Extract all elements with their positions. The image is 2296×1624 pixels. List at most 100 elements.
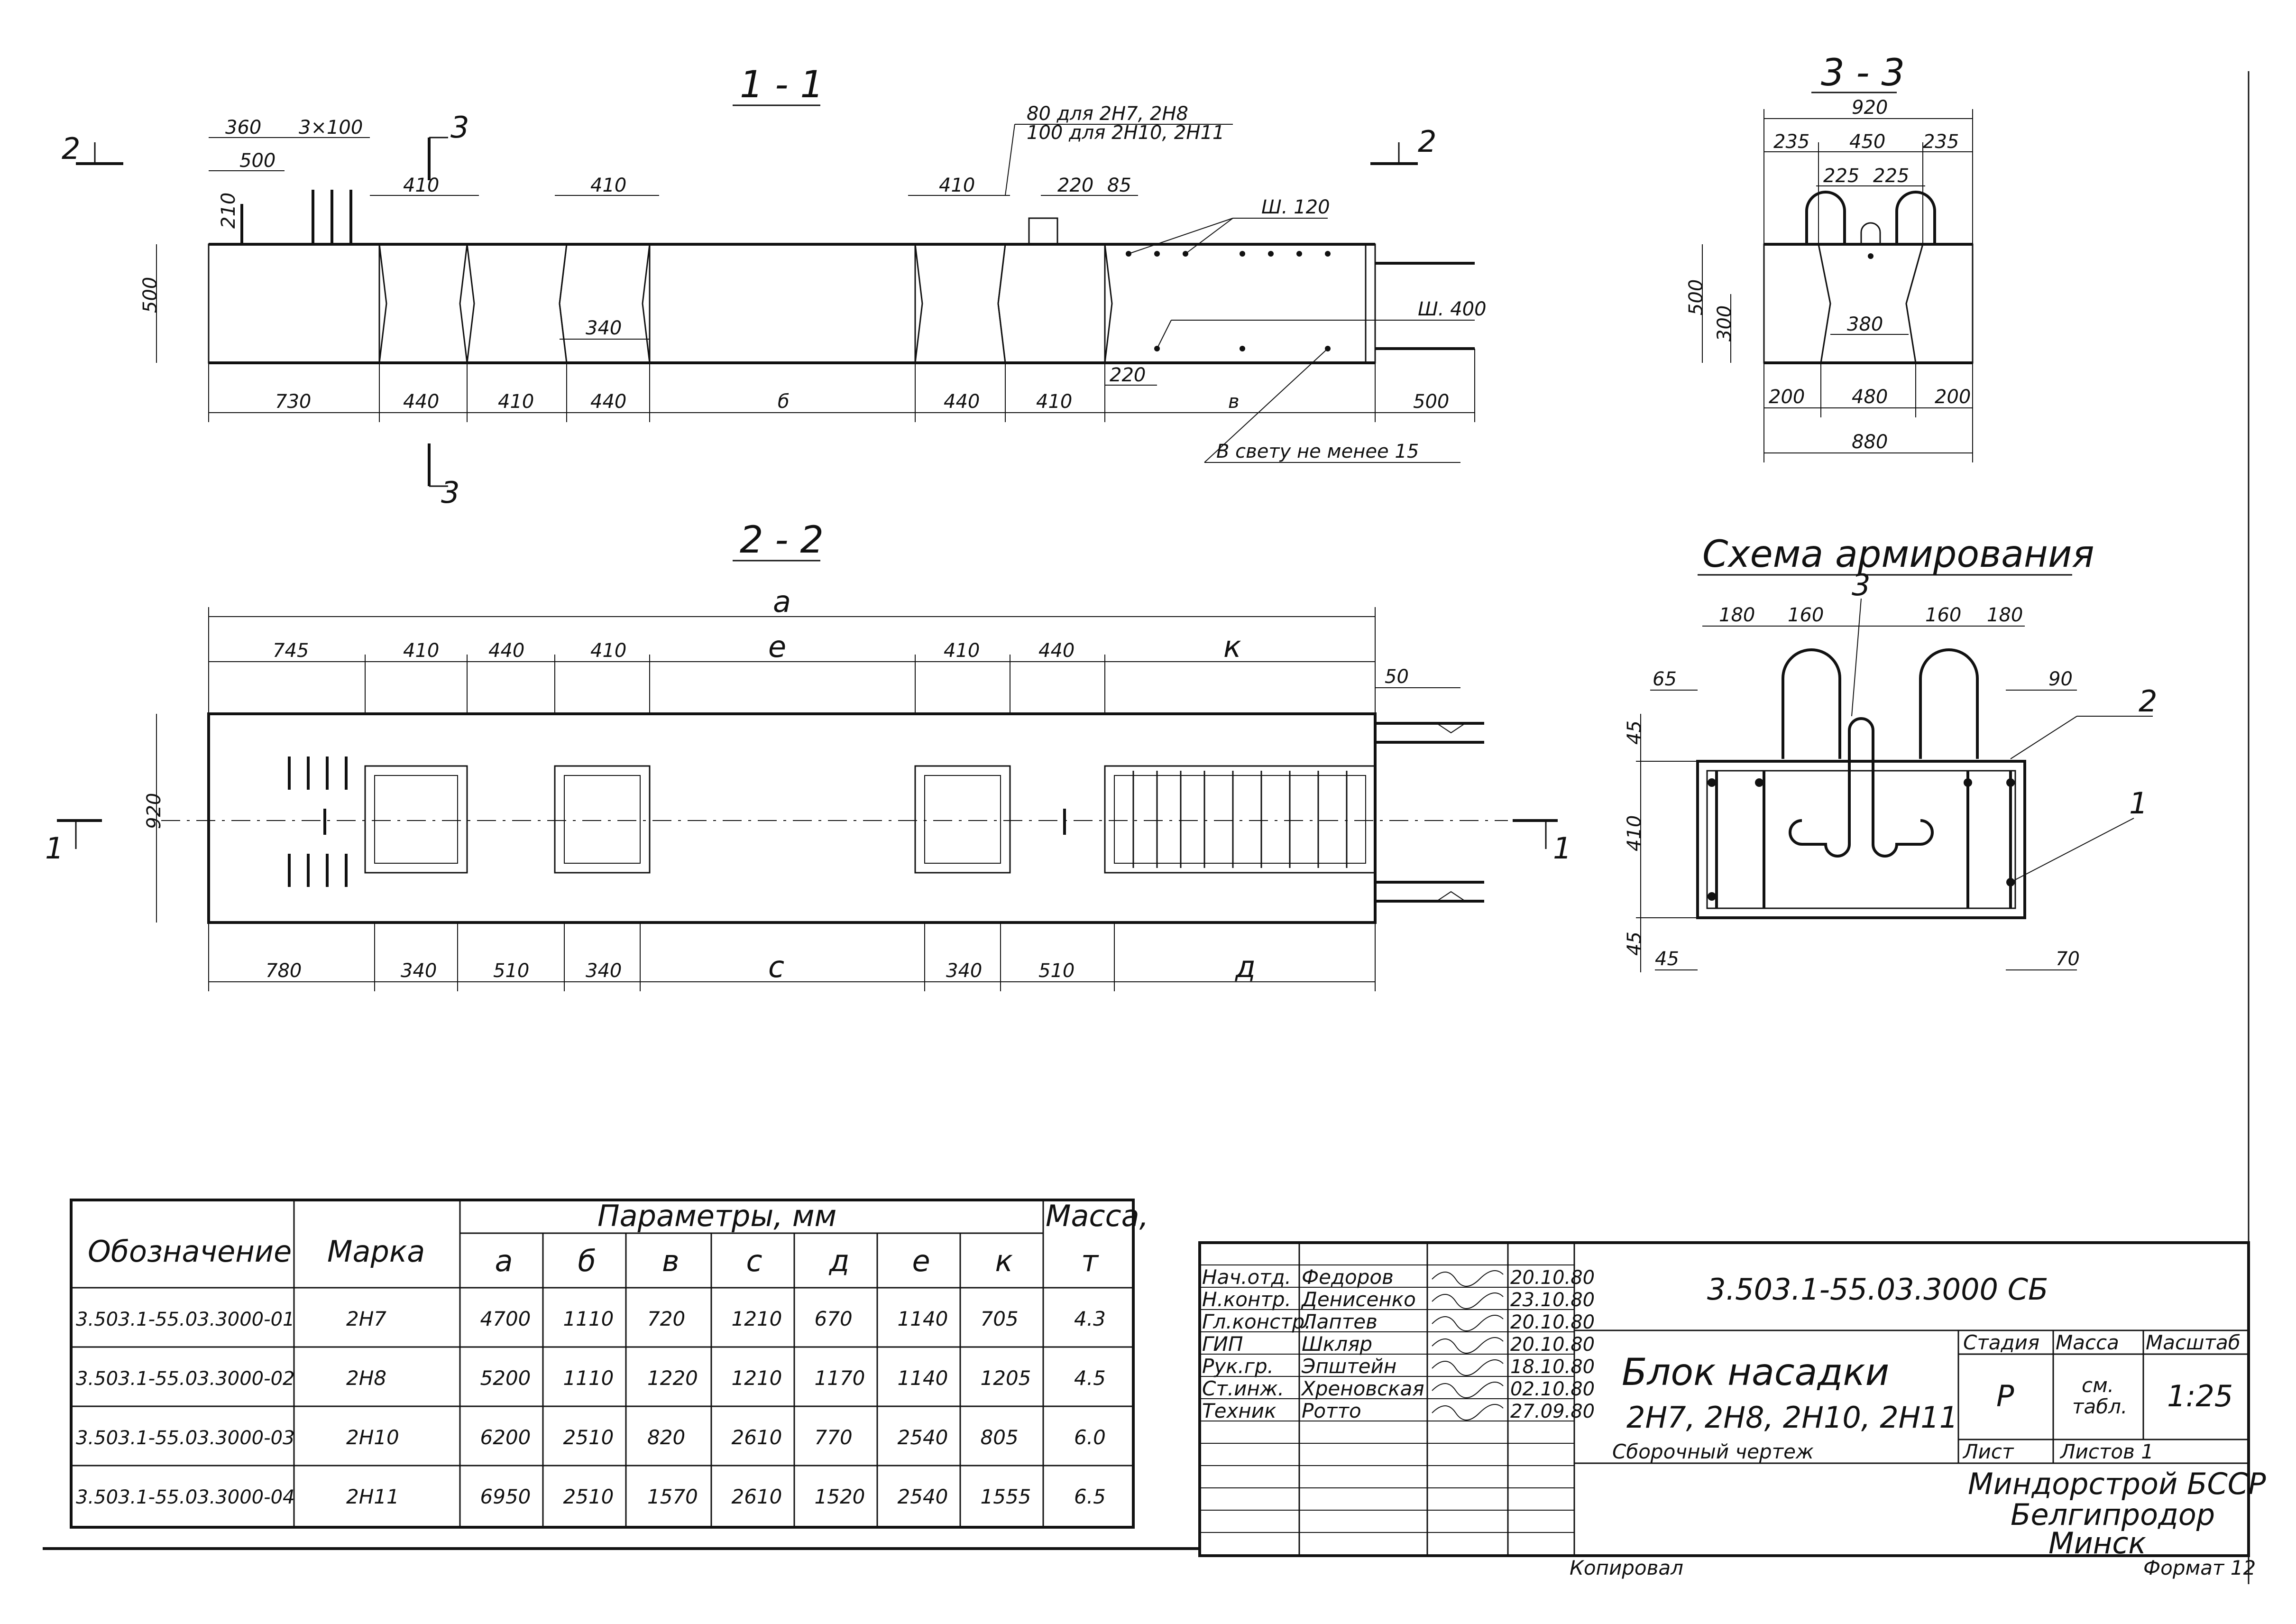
- s22-b-510a: 510: [493, 960, 529, 982]
- tb-scale-label: Масштаб: [2146, 1331, 2241, 1354]
- tb-org-1: Миндорстрой БССР: [1968, 1467, 2266, 1501]
- s22-t-e: е: [768, 629, 786, 664]
- s22-b-c: с: [768, 950, 784, 984]
- table-cell-param: 4700: [480, 1307, 531, 1330]
- table-mass-unit: т: [1081, 1244, 1099, 1278]
- tb-sheets-label: Листов 1: [2059, 1440, 2154, 1463]
- tb-name: Ротто: [1302, 1399, 1361, 1422]
- tb-date: 20.10.80: [1510, 1334, 1595, 1356]
- reinforcement-scheme: Схема армирования 180 160 160 180 3 45 4…: [1624, 533, 2157, 972]
- tb-doc-code: 3.503.1-55.03.3000 СБ: [1707, 1272, 2048, 1307]
- table-cell-param: 5200: [480, 1366, 531, 1390]
- tb-role: Ст.инж.: [1202, 1377, 1284, 1400]
- s11-b-410a: 410: [498, 391, 534, 413]
- table-cell-param: 2610: [732, 1485, 782, 1508]
- table-col-designation: Обозначение: [88, 1234, 292, 1269]
- section-3-3: 3 - 3 920 235 450 235 225 225 380 500 30…: [1685, 52, 1974, 462]
- scheme-dim-180a: 180: [1719, 604, 1755, 626]
- tb-stage-label: Стадия: [1963, 1331, 2039, 1354]
- scheme-dim-45a: 45: [1624, 720, 1645, 745]
- signature: [1432, 1404, 1504, 1421]
- s11-dim-h500: 500: [139, 277, 161, 313]
- table-cell-param: 1140: [898, 1307, 948, 1330]
- table-cell-param: 2540: [898, 1426, 948, 1449]
- s33-dim-225a: 225: [1823, 165, 1859, 187]
- table-param-header: д: [829, 1244, 850, 1278]
- parameter-table: Обозначение Марка Параметры, мм Масса, т…: [70, 1199, 1148, 1529]
- s22-t-440a: 440: [488, 640, 524, 662]
- tb-sheet-label: Лист: [1962, 1440, 2014, 1463]
- s33-dim-450: 450: [1849, 131, 1885, 153]
- table-cell-param: 770: [815, 1426, 853, 1449]
- table-cell-param: 2610: [732, 1426, 782, 1449]
- signature: [1432, 1292, 1504, 1309]
- table-cell-mark: 2Н7: [346, 1307, 386, 1330]
- tb-mass-value-2: табл.: [2072, 1395, 2127, 1418]
- scheme-mark-3: 3: [1852, 568, 1870, 602]
- scheme-dim-65: 65: [1653, 668, 1677, 690]
- s11-b-v: в: [1228, 391, 1240, 413]
- s22-dim-920: 920: [143, 793, 165, 829]
- tb-name: Хреновская: [1301, 1377, 1424, 1400]
- s11-dim-210: 210: [218, 193, 239, 229]
- s22-cut1-left: 1: [45, 831, 64, 866]
- s11-clear-note: В свету не менее 15: [1216, 441, 1419, 462]
- tb-name: Эпштейн: [1301, 1355, 1396, 1378]
- section-3-3-title: 3 - 3: [1821, 52, 1905, 94]
- s33-b-200a: 200: [1769, 386, 1805, 408]
- table-cell-param: 1220: [647, 1366, 698, 1390]
- section-1-1-title: 1 - 1: [740, 64, 824, 106]
- s11-b-440a: 440: [403, 391, 439, 413]
- s22-cut1-right: 1: [1553, 831, 1571, 866]
- table-cell-param: 1110: [563, 1307, 614, 1330]
- table-cell-param: 1110: [563, 1366, 614, 1390]
- tb-footer: Копировал: [1570, 1556, 1683, 1579]
- s11-b-410b: 410: [1036, 391, 1072, 413]
- tb-name-2: 2Н7, 2Н8, 2Н10, 2Н11: [1626, 1400, 1958, 1435]
- table-param-header: к: [995, 1244, 1013, 1278]
- table-cell-param: 670: [815, 1307, 853, 1330]
- s22-b-340b: 340: [586, 960, 622, 982]
- s11-cut3-top: 3: [450, 110, 469, 145]
- tb-name: Лаптев: [1301, 1310, 1378, 1333]
- s11-b-b: б: [778, 391, 790, 413]
- s11-cut3-bottom: 3: [441, 475, 459, 510]
- table-param-header: с: [746, 1244, 762, 1278]
- signature: [1432, 1315, 1504, 1331]
- s22-b-780: 780: [266, 960, 302, 982]
- tb-role: Н.контр.: [1202, 1288, 1291, 1311]
- table-cell-mass: 6.0: [1074, 1426, 1106, 1449]
- s33-dim-380: 380: [1847, 314, 1883, 335]
- table-cell-param: 805: [981, 1426, 1019, 1449]
- s33-b-200b: 200: [1935, 386, 1971, 408]
- signature: [1432, 1337, 1504, 1354]
- s33-dim-920: 920: [1852, 97, 1888, 119]
- s11-dim-220b: 220: [1110, 364, 1146, 386]
- s11-dim-500: 500: [239, 150, 276, 172]
- tb-role: ГИП: [1202, 1332, 1243, 1356]
- tb-date: 27.09.80: [1510, 1401, 1595, 1422]
- table-cell-param: 2540: [898, 1485, 948, 1508]
- s22-b-510b: 510: [1038, 960, 1075, 982]
- tb-role: Рук.гр.: [1202, 1355, 1274, 1378]
- tb-date: 20.10.80: [1510, 1311, 1595, 1333]
- s33-dim-h300: 300: [1714, 305, 1736, 341]
- s33-dim-235b: 235: [1923, 131, 1959, 153]
- s33-dim-235a: 235: [1773, 131, 1809, 153]
- s11-dim-85: 85: [1107, 175, 1131, 196]
- tb-date: 23.10.80: [1510, 1289, 1595, 1311]
- table-cell-mass: 6.5: [1074, 1485, 1106, 1508]
- tb-stage-value: Р: [1996, 1379, 2014, 1413]
- s11-b-500: 500: [1413, 391, 1449, 413]
- tb-mass-label: Масса: [2056, 1331, 2119, 1354]
- scheme-dim-410: 410: [1624, 815, 1645, 851]
- scheme-dim-45c: 45: [1655, 948, 1679, 970]
- scheme-title: Схема армирования: [1702, 533, 2094, 576]
- s11-dim-220: 220: [1057, 175, 1093, 196]
- tb-name-3: Сборочный чертеж: [1612, 1440, 1814, 1463]
- s33-b-880: 880: [1852, 431, 1888, 453]
- table-param-header: а: [495, 1244, 513, 1278]
- s11-dim-410c: 410: [939, 175, 975, 196]
- s22-t-440b: 440: [1038, 640, 1075, 662]
